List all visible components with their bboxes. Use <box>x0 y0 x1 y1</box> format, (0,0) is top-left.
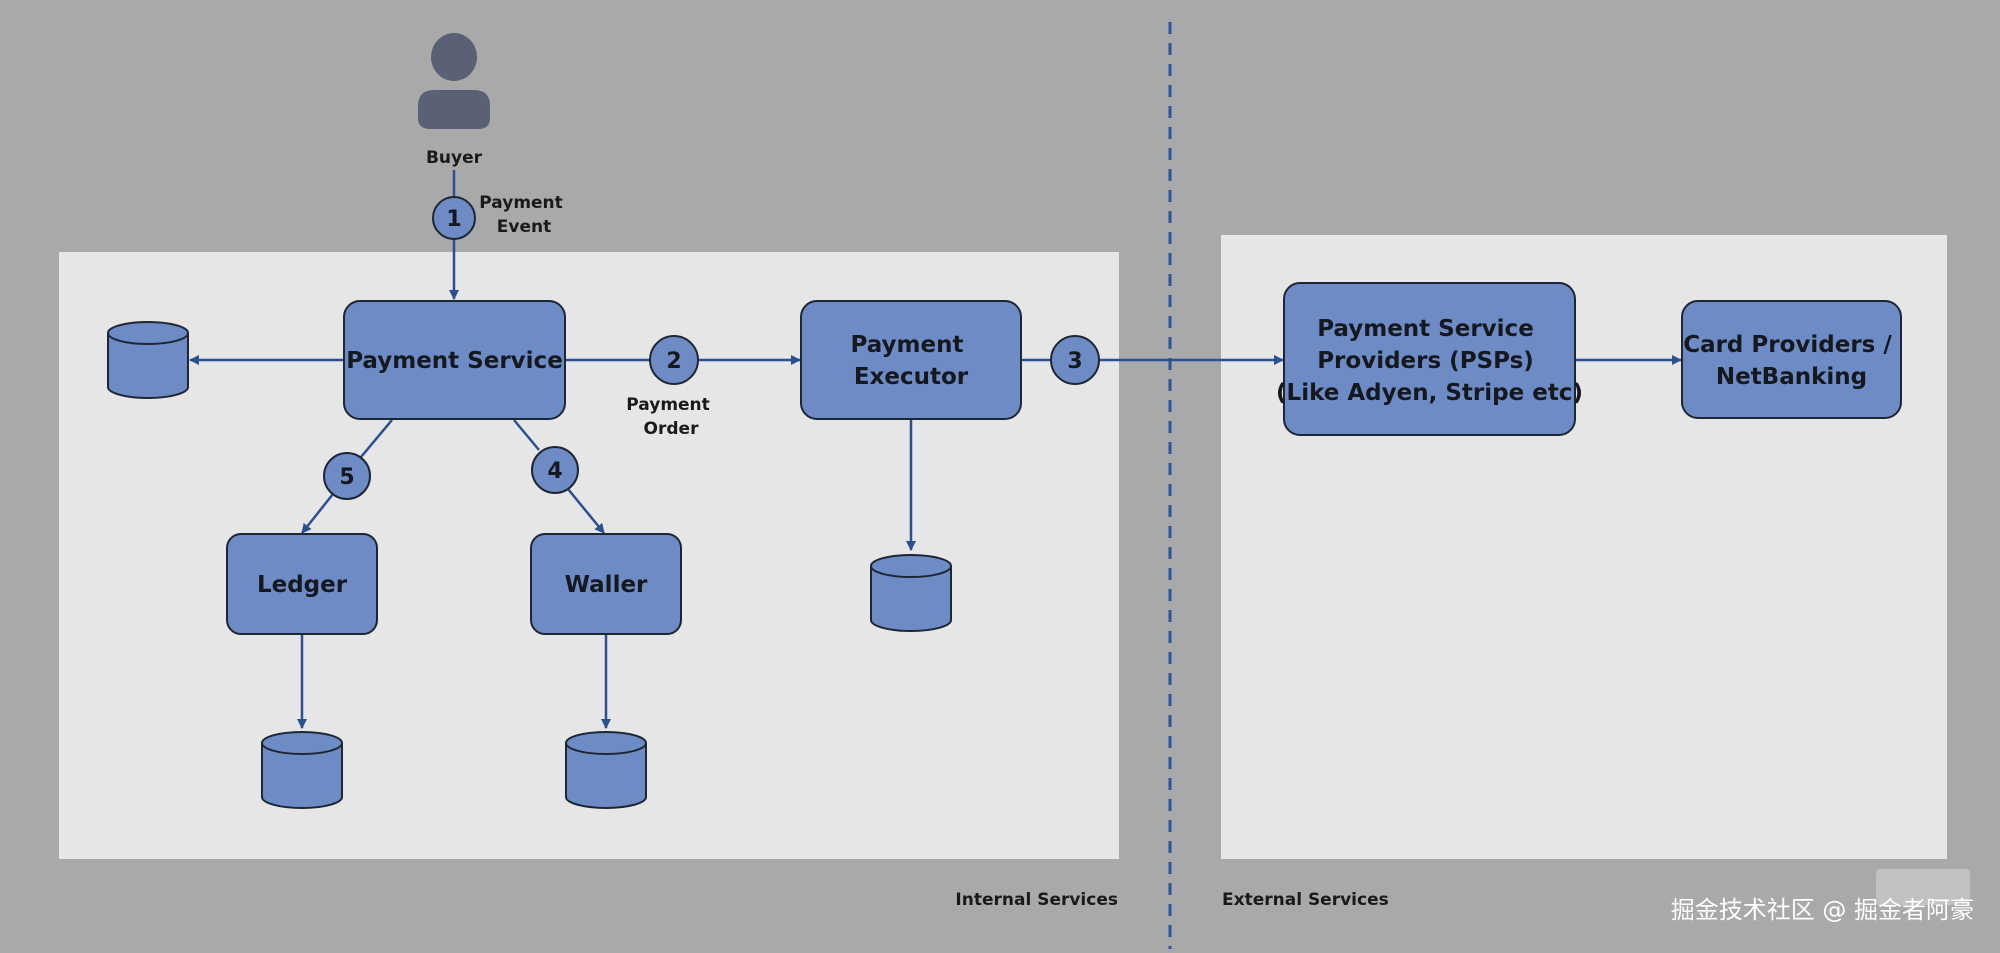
internal-services-label: Internal Services <box>955 890 1118 910</box>
step-5-badge: 5 <box>323 452 371 500</box>
payment-service-box <box>343 300 566 420</box>
service-to-step5-line <box>360 419 393 458</box>
payment-executor-box <box>800 300 1022 420</box>
ledger-database-icon <box>261 731 343 809</box>
step5-arrow <box>301 493 334 534</box>
psp-box <box>1283 282 1576 436</box>
card-providers-box <box>1681 300 1902 419</box>
step-2-label: Payment Order <box>626 395 715 439</box>
step-1-label: Payment Event <box>479 193 568 237</box>
external-services-label: External Services <box>1222 890 1389 910</box>
executor-database-icon <box>870 554 952 632</box>
service-to-step4-line <box>513 419 540 451</box>
step-3-badge: 3 <box>1050 335 1100 385</box>
payment-service-label: Payment Service <box>346 348 563 374</box>
payment-service-database-icon <box>107 321 189 399</box>
waller-label: Waller <box>565 572 648 598</box>
svg-text:3: 3 <box>1067 349 1082 374</box>
payment-executor-label: Payment Executor <box>851 332 972 390</box>
buyer-person-icon <box>418 33 490 129</box>
waller-box <box>530 533 682 635</box>
svg-text:2: 2 <box>666 349 681 374</box>
card-providers-label: Card Providers / NetBanking <box>1683 332 1900 390</box>
step-4-badge: 4 <box>531 446 579 494</box>
ledger-box <box>226 533 378 635</box>
watermark-text: 掘金技术社区 @ 掘金者阿豪 <box>1671 896 1974 924</box>
step-2-badge: 2 <box>649 335 699 385</box>
step4-arrow <box>567 488 605 534</box>
watermark-badge <box>1876 869 1970 905</box>
buyer-label: Buyer <box>426 148 483 168</box>
step-1-badge: 1 <box>432 196 476 240</box>
svg-text:1: 1 <box>446 207 461 232</box>
ledger-label: Ledger <box>257 572 348 598</box>
waller-database-icon <box>565 731 647 809</box>
svg-text:4: 4 <box>547 459 562 484</box>
psp-label: Payment Service Providers (PSPs) (Like A… <box>1276 316 1583 406</box>
svg-text:5: 5 <box>339 465 354 490</box>
